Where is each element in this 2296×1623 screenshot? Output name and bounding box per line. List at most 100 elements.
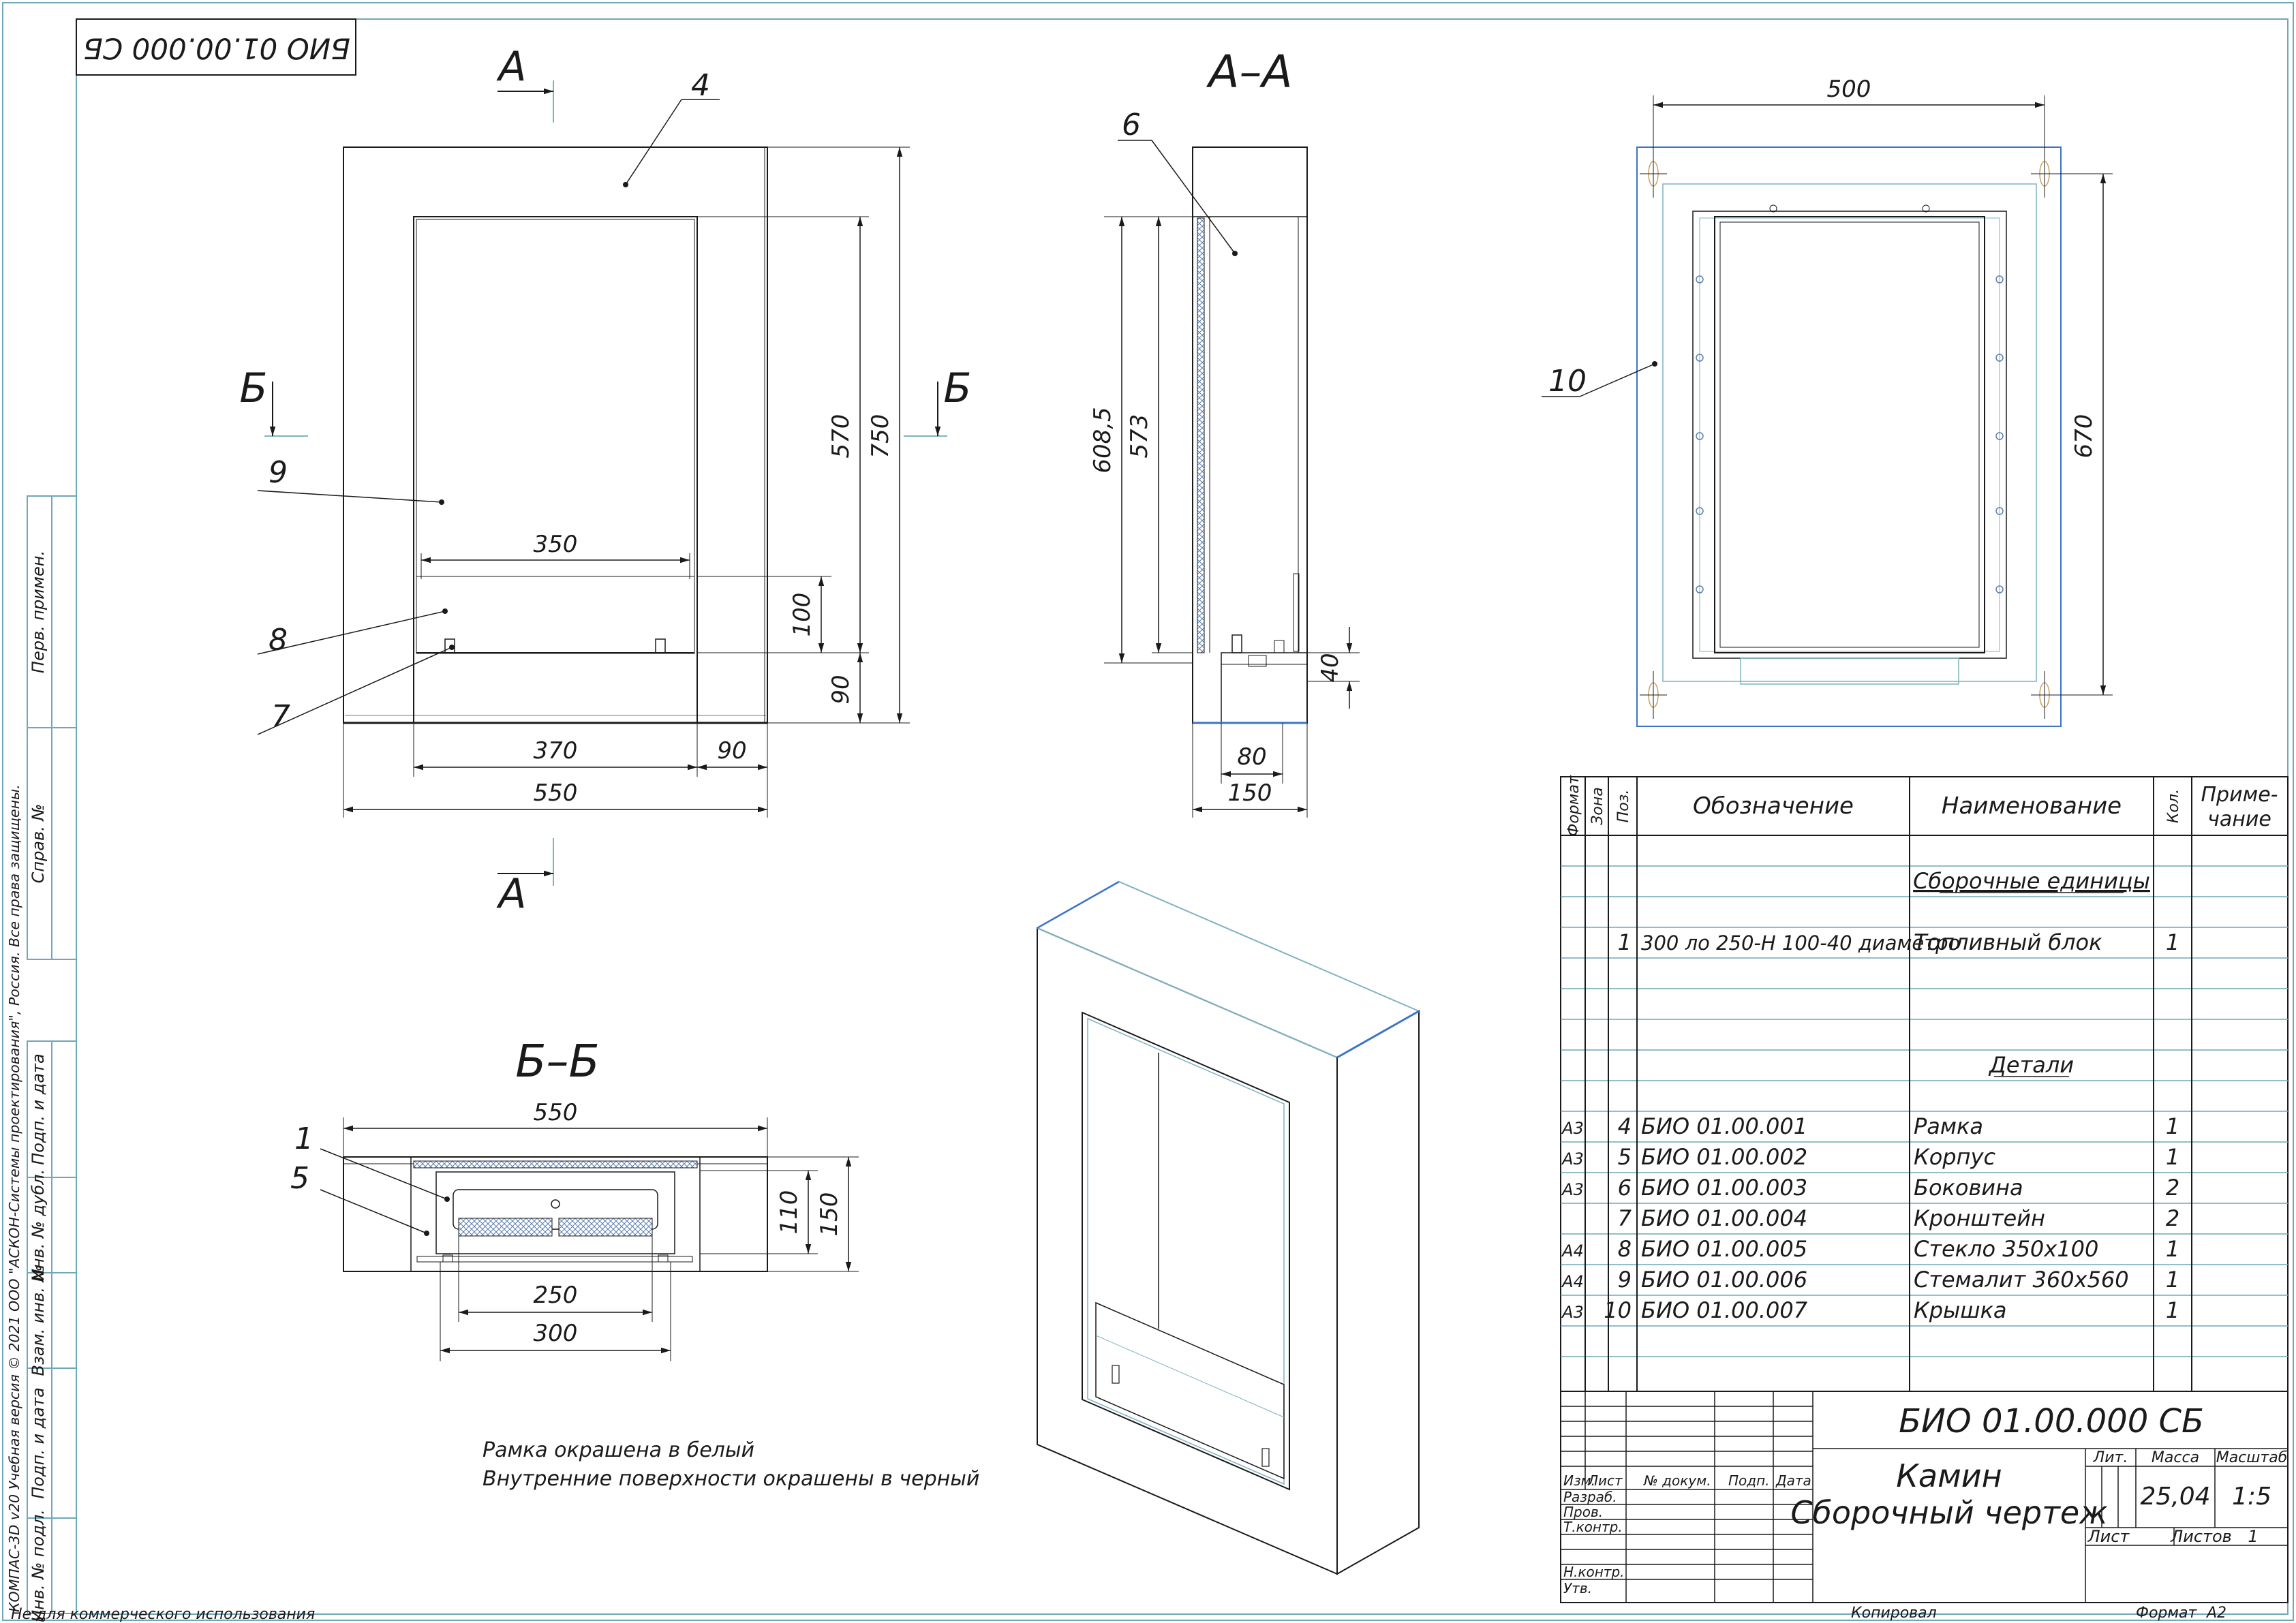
spec-assembly-designation: 300 ло 250-Н 100-40 диаметро: [1641, 931, 1960, 955]
dim-side-573: 573: [1126, 414, 1153, 459]
dim-back-670: 670: [2070, 414, 2098, 459]
dim-front-350: 350: [534, 531, 578, 558]
title-code: БИО 01.00.000 СБ: [1899, 1402, 2204, 1440]
section-a-bottom: А: [495, 870, 526, 918]
rotated-stamp-code: БИО 01.00.000 СБ: [83, 32, 350, 65]
spec-name: Крышка: [1914, 1297, 2007, 1323]
spec-detail-row-2: А3 5 БИО 01.00.002 Корпус 1: [1561, 1144, 2179, 1170]
callout-6: 6: [1122, 108, 1141, 142]
callout-8: 8: [269, 623, 288, 658]
spec-name: Корпус: [1914, 1144, 1995, 1170]
spec-header-format: Формат: [1565, 775, 1582, 836]
strip-podp2: Подп. и дата: [29, 1387, 48, 1499]
spec-qty: 1: [2166, 1297, 2179, 1323]
section-b-right: Б: [943, 365, 971, 412]
spec-header-note1: Приме-: [2201, 783, 2278, 807]
title-name-2: Сборочный чертеж: [1790, 1494, 2108, 1531]
footer-noncommercial: Не для коммерческого использования: [11, 1606, 315, 1623]
title-mass: 25,04: [2140, 1483, 2210, 1511]
spec-assembly-qty: 1: [2166, 929, 2179, 955]
dim-side-80: 80: [1237, 743, 1266, 771]
strip-vzam: Взам. инв. №: [29, 1265, 48, 1376]
dim-front-90-bottom: 90: [717, 737, 746, 764]
front-callouts: 4 9 8 7: [257, 68, 720, 735]
callout-1: 1: [294, 1122, 313, 1156]
title-mass-label: Масса: [2152, 1449, 2199, 1466]
spec-format: А3: [1561, 1149, 1584, 1169]
spec-designation: БИО 01.00.006: [1641, 1267, 1807, 1293]
title-col-list: Лист: [1587, 1472, 1623, 1489]
title-col-sign: Подп.: [1728, 1472, 1770, 1489]
spec-detail-row-4: 7 БИО 01.00.004 Кронштейн 2: [1618, 1205, 2180, 1231]
dim-side-40: 40: [1317, 653, 1344, 682]
title-nkontr: Н.контр.: [1563, 1564, 1625, 1580]
spec-pos: 10: [1604, 1297, 1632, 1323]
spec-header-name: Наименование: [1942, 792, 2122, 820]
spec-detail-row-5: А4 8 БИО 01.00.005 Стекло 350х100 1: [1561, 1236, 2179, 1262]
spec-designation: БИО 01.00.007: [1641, 1297, 1808, 1323]
spec-format: А4: [1561, 1272, 1584, 1291]
title-block: БИО 01.00.000 СБ Камин Сборочный чертеж …: [1560, 1391, 2289, 1622]
callout-5: 5: [290, 1161, 309, 1196]
spec-qty: 2: [2166, 1175, 2179, 1201]
spec-header-zone: Зона: [1589, 787, 1606, 824]
strip-kompas: КОМПАС-3D v20 Учебная версия © 2021 ООО …: [6, 784, 22, 1612]
dim-side-150: 150: [1228, 779, 1272, 807]
strip-perv-primen: Перв. примен.: [29, 551, 48, 673]
strip-podp1: Подп. и дата: [29, 1053, 48, 1165]
spec-format: А3: [1561, 1180, 1584, 1199]
spec-designation: БИО 01.00.001: [1641, 1113, 1807, 1139]
dim-front-570: 570: [827, 414, 855, 459]
section-aa-view: А–А: [1192, 46, 1308, 724]
spec-format: А4: [1561, 1241, 1584, 1261]
spec-detail-row-7: А3 10 БИО 01.00.007 Крышка 1: [1561, 1297, 2179, 1323]
spec-qty: 1: [2166, 1113, 2179, 1139]
spec-pos: 4: [1618, 1113, 1632, 1139]
title-col-date: Дата: [1775, 1472, 1811, 1489]
spec-qty: 1: [2166, 1236, 2179, 1262]
spec-header-designation: Обозначение: [1693, 792, 1854, 820]
front-dims: 350 100 570 750 90 370 90 550: [343, 146, 910, 818]
title-format: А2: [2205, 1605, 2226, 1622]
spec-name: Стемалит 360х560: [1914, 1267, 2129, 1293]
spec-format: А3: [1561, 1119, 1584, 1138]
title-name-1: Камин: [1896, 1457, 2002, 1494]
note-line-2: Внутренние поверхности окрашены в черный: [483, 1467, 979, 1491]
title-lit-label: Лит.: [2093, 1449, 2128, 1466]
title-format-label: Формат: [2136, 1605, 2197, 1622]
spec-name: Стекло 350х100: [1914, 1236, 2098, 1262]
spec-name: Рамка: [1914, 1113, 1983, 1139]
section-markers: А А Б Б: [239, 43, 971, 918]
spec-pos: 7: [1618, 1205, 1632, 1231]
spec-pos: 9: [1618, 1267, 1632, 1293]
spec-designation: БИО 01.00.003: [1641, 1175, 1807, 1201]
spec-designation: БИО 01.00.002: [1641, 1144, 1807, 1170]
spec-section-assembly: Сборочные единицы: [1913, 868, 2150, 894]
spec-designation: БИО 01.00.004: [1641, 1205, 1807, 1231]
spec-name: Боковина: [1914, 1175, 2023, 1201]
dim-bb-550: 550: [534, 1099, 578, 1126]
strip-inv-podl: Инв. № подл.: [29, 1509, 48, 1622]
spec-header-qty: Кол.: [2165, 789, 2182, 823]
front-view: [343, 146, 768, 724]
isometric-view: [1035, 880, 1421, 1575]
callout-10: 10: [1548, 364, 1587, 399]
notes: Рамка окрашена в белый Внутренние поверх…: [483, 1438, 979, 1491]
left-strip: Перв. примен. Справ. № Подп. и дата Инв.…: [6, 495, 77, 1622]
dim-front-370: 370: [534, 737, 578, 764]
spec-assembly-row: 1 300 ло 250-Н 100-40 диаметро Топливный…: [1618, 929, 2180, 955]
back-dims: 500 670 10: [1542, 76, 2113, 696]
strip-sprav: Справ. №: [29, 804, 48, 884]
section-a-top: А: [495, 43, 526, 91]
spec-pos: 8: [1618, 1236, 1632, 1262]
title-sheets-label: Листов: [2170, 1527, 2232, 1546]
title-col-izm: Изм.: [1563, 1472, 1595, 1489]
spec-designation: БИО 01.00.005: [1641, 1236, 1807, 1262]
dim-front-750: 750: [867, 414, 894, 459]
callout-9: 9: [269, 455, 288, 490]
spec-format: А3: [1561, 1303, 1584, 1322]
title-col-doc: № докум.: [1643, 1472, 1711, 1489]
title-scale: 1:5: [2232, 1483, 2271, 1511]
spec-assembly-pos: 1: [1618, 929, 1632, 955]
